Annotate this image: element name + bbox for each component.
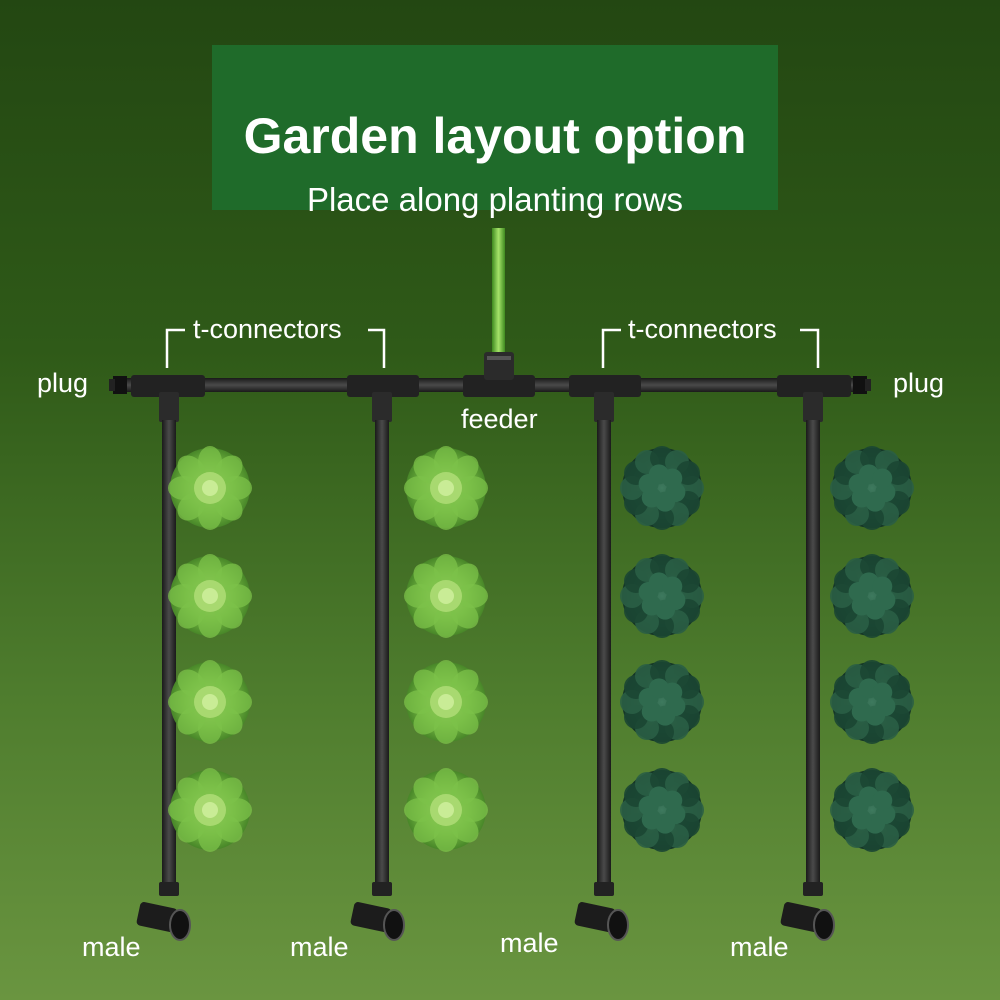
vertical-pipe	[597, 420, 611, 885]
kale-plant-icon	[620, 660, 704, 744]
t-connectors-label-right: t-connectors	[628, 314, 777, 344]
lettuce-plant-icon	[404, 554, 488, 638]
male-connector-icon	[574, 902, 629, 941]
plug-left-icon	[109, 376, 127, 394]
vertical-pipe	[375, 420, 389, 885]
t-connectors-bracket-right	[601, 328, 820, 368]
male-label-4: male	[730, 932, 789, 962]
kale-plant-icon	[620, 446, 704, 530]
branch-2	[347, 375, 419, 896]
page-subtitle: Place along planting rows	[306, 181, 684, 218]
lettuce-plant-icon	[168, 554, 252, 638]
page-title: Garden layout option	[243, 108, 747, 164]
branch-1	[131, 375, 205, 896]
t-connector-icon	[569, 375, 641, 397]
male-label-2: male	[290, 932, 349, 962]
male-connector-icon	[136, 902, 191, 941]
plug-right-icon	[853, 376, 871, 394]
vertical-pipe	[806, 420, 820, 885]
plug-label-left: plug	[37, 368, 89, 398]
male-label-3: male	[500, 928, 559, 958]
t-connectors-bracket-left	[165, 328, 386, 368]
t-connector-icon	[347, 375, 419, 397]
lettuce-plant-icon	[404, 660, 488, 744]
kale-plant-icon	[830, 446, 914, 530]
feeder-tee-icon	[463, 352, 535, 397]
male-connector-icon	[780, 902, 835, 941]
plug-label-right: plug	[893, 368, 945, 398]
feeder-label: feeder	[461, 404, 538, 434]
kale-plant-icon	[620, 768, 704, 852]
branch-4	[777, 375, 851, 896]
lettuce-plant-icon	[404, 446, 488, 530]
male-connector-icon	[350, 902, 405, 941]
branch-3	[569, 375, 641, 896]
kale-plant-icon	[830, 660, 914, 744]
t-connector-icon	[131, 375, 205, 397]
male-label-1: male	[82, 932, 141, 962]
title-banner: Garden layout option Place along plantin…	[212, 45, 778, 218]
lettuce-plant-icon	[404, 768, 488, 852]
lettuce-plant-icon	[168, 660, 252, 744]
vertical-pipe	[162, 420, 176, 885]
kale-plant-icon	[830, 768, 914, 852]
kale-plant-icon	[830, 554, 914, 638]
t-connector-icon	[777, 375, 851, 397]
lettuce-plant-icon	[168, 768, 252, 852]
lettuce-plant-icon	[168, 446, 252, 530]
feeder-hose	[492, 228, 505, 358]
kale-plant-icon	[620, 554, 704, 638]
plants-layer	[168, 446, 914, 852]
t-connectors-label-left: t-connectors	[193, 314, 342, 344]
